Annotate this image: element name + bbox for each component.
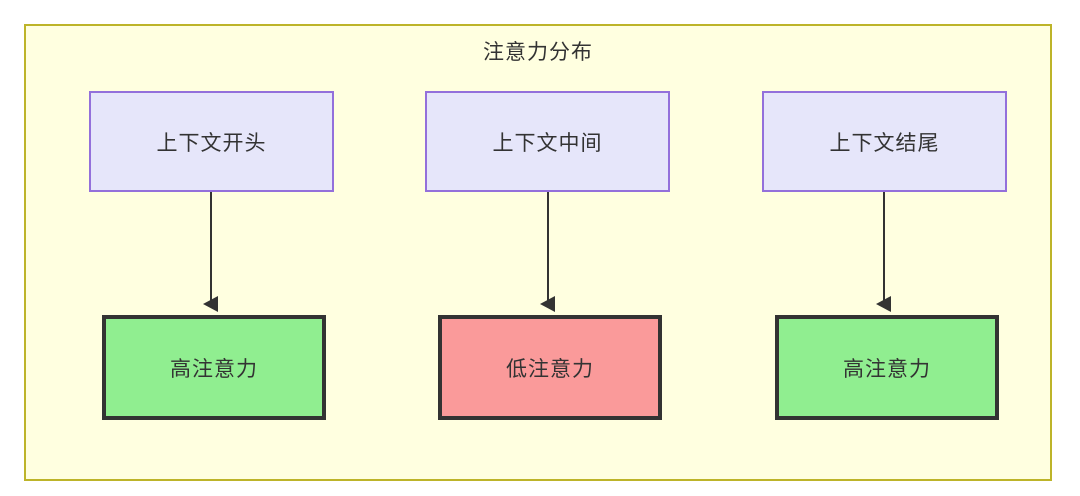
node-context-start-label: 上下文开头: [156, 131, 267, 155]
node-context-start[interactable]: 上下文开头: [89, 91, 334, 192]
node-low-attention-middle[interactable]: 低注意力: [438, 315, 662, 420]
node-context-end-label: 上下文结尾: [829, 131, 940, 155]
node-high-attention-start[interactable]: 高注意力: [102, 315, 326, 420]
node-context-middle[interactable]: 上下文中间: [425, 91, 670, 192]
node-context-middle-label: 上下文中间: [492, 131, 603, 155]
node-context-end[interactable]: 上下文结尾: [762, 91, 1007, 192]
node-high-attention-start-label: 高注意力: [170, 357, 258, 381]
node-high-attention-end-label: 高注意力: [843, 357, 931, 381]
node-high-attention-end[interactable]: 高注意力: [775, 315, 999, 420]
node-low-attention-middle-label: 低注意力: [506, 357, 594, 381]
subgraph-title: 注意力分布: [483, 41, 593, 64]
